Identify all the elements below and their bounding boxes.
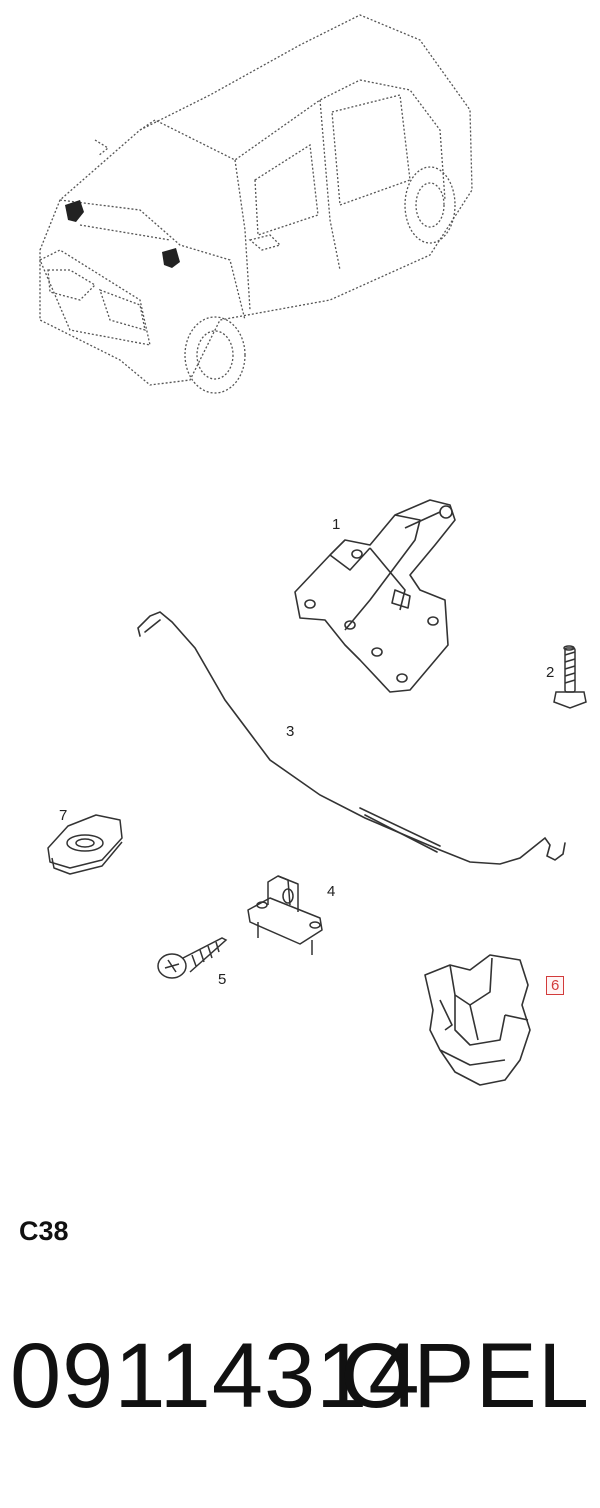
callout-1: 1 — [332, 516, 341, 533]
hinge-location-markers — [65, 200, 180, 268]
latch-part-6 — [424, 954, 531, 1086]
bracket-part-4 — [247, 875, 323, 955]
callout-2: 2 — [546, 664, 555, 681]
callout-3: 3 — [286, 723, 295, 740]
brand-name: OPEL — [340, 1325, 590, 1427]
parts-diagram — [39, 14, 587, 1086]
bolt-part-2 — [553, 645, 587, 709]
callout-7: 7 — [59, 807, 68, 824]
hinge-part-1 — [294, 499, 456, 693]
screw-part-5 — [157, 937, 228, 979]
part-number: 09114314 — [10, 1325, 421, 1427]
callout-6-highlighted: 6 — [546, 976, 565, 995]
clip-part-7 — [47, 814, 123, 875]
part-label-row: 09114314 OPEL — [10, 1322, 590, 1432]
callout-5: 5 — [218, 971, 227, 988]
car-illustration — [39, 14, 473, 394]
callout-4: 4 — [327, 883, 336, 900]
rod-part-3 — [137, 611, 566, 865]
section-code: C38 — [19, 1216, 69, 1246]
